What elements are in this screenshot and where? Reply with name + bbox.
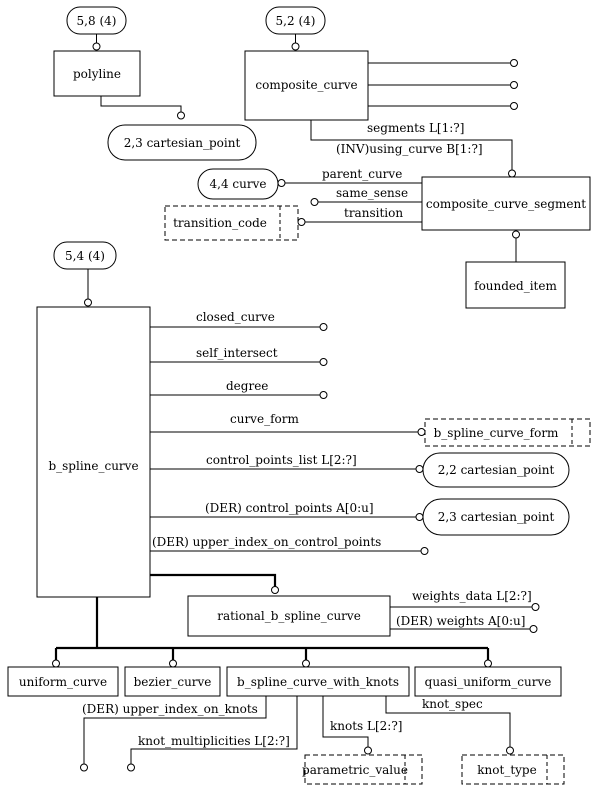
svg-text:b_spline_curve: b_spline_curve bbox=[48, 459, 138, 473]
entity-quasi-uniform-curve[interactable]: quasi_uniform_curve bbox=[414, 666, 562, 697]
connector-circle bbox=[177, 111, 185, 120]
connector-circle bbox=[506, 746, 514, 755]
connector-circle bbox=[92, 42, 101, 51]
svg-text:5,2 (4): 5,2 (4) bbox=[276, 14, 316, 28]
attr-segments: segments L[1:?] bbox=[367, 121, 464, 135]
svg-text:b_spline_curve_with_knots: b_spline_curve_with_knots bbox=[237, 675, 399, 689]
connector-circle bbox=[531, 603, 540, 611]
attr-upper-index-on-control-points: (DER) upper_index_on_control_points bbox=[152, 535, 381, 549]
svg-text:founded_item: founded_item bbox=[474, 279, 557, 293]
entity-b-spline-curve-with-knots[interactable]: b_spline_curve_with_knots bbox=[226, 666, 410, 697]
attr-control-points-list: control_points_list L[2:?] bbox=[206, 453, 357, 467]
connector-circle bbox=[310, 198, 319, 206]
ref-cartesian-point-control[interactable]: 2,3 cartesian_point bbox=[422, 498, 570, 536]
connector-circle bbox=[364, 746, 372, 755]
page-ref-composite-curve: 5,2 (4) bbox=[265, 6, 326, 35]
inherited-attr-circle bbox=[510, 102, 518, 110]
connector-circle bbox=[415, 465, 424, 473]
attr-weights-data: weights_data L[2:?] bbox=[412, 589, 532, 603]
svg-text:knot_type: knot_type bbox=[477, 763, 536, 777]
subtype-circle bbox=[484, 659, 492, 668]
connector-circle bbox=[319, 358, 328, 366]
attr-knots: knots L[2:?] bbox=[330, 719, 402, 733]
connector-circle bbox=[127, 763, 135, 772]
svg-text:5,4 (4): 5,4 (4) bbox=[65, 249, 105, 263]
subtype-circle bbox=[271, 586, 279, 594]
attr-knot-spec: knot_spec bbox=[422, 697, 483, 711]
svg-text:polyline: polyline bbox=[73, 67, 121, 81]
svg-text:rational_b_spline_curve: rational_b_spline_curve bbox=[217, 609, 361, 623]
connector-circle bbox=[420, 547, 429, 555]
attr-knot-multiplicities: knot_multiplicities L[2:?] bbox=[138, 734, 290, 748]
svg-text:transition_code: transition_code bbox=[173, 216, 267, 230]
inherited-attr-circle bbox=[510, 81, 518, 89]
ref-curve[interactable]: 4,4 curve bbox=[197, 168, 279, 200]
entity-bezier-curve[interactable]: bezier_curve bbox=[124, 666, 221, 697]
svg-text:2,2 cartesian_point: 2,2 cartesian_point bbox=[438, 463, 555, 477]
subtype-circle bbox=[169, 659, 177, 668]
subtype-circle bbox=[302, 659, 310, 668]
entity-composite-curve-segment[interactable]: composite_curve_segment bbox=[421, 176, 591, 231]
svg-text:quasi_uniform_curve: quasi_uniform_curve bbox=[425, 675, 552, 689]
connector-circle bbox=[417, 428, 426, 436]
ref-cartesian-point-polyline[interactable]: 2,3 cartesian_point bbox=[107, 124, 257, 161]
connector-circle bbox=[277, 179, 286, 187]
connector-circle bbox=[319, 391, 328, 399]
svg-text:bezier_curve: bezier_curve bbox=[134, 675, 212, 689]
entity-composite-curve[interactable]: composite_curve bbox=[244, 50, 369, 121]
page-ref-polyline: 5,8 (4) bbox=[66, 6, 127, 35]
attr-closed-curve: closed_curve bbox=[196, 310, 275, 324]
svg-text:uniform_curve: uniform_curve bbox=[19, 675, 107, 689]
entity-rational-b-spline-curve[interactable]: rational_b_spline_curve bbox=[187, 595, 391, 637]
type-b-spline-curve-form[interactable]: b_spline_curve_form bbox=[424, 418, 591, 447]
entity-founded-item[interactable]: founded_item bbox=[465, 261, 566, 309]
type-knot-type[interactable]: knot_type bbox=[461, 754, 565, 785]
connector-circle bbox=[84, 298, 92, 307]
page-ref-b-spline-curve: 5,4 (4) bbox=[53, 241, 117, 270]
inherited-attr-circle bbox=[510, 59, 518, 67]
entity-uniform-curve[interactable]: uniform_curve bbox=[7, 666, 119, 697]
entity-polyline[interactable]: polyline bbox=[53, 50, 141, 97]
ref-cartesian-point-control-list[interactable]: 2,2 cartesian_point bbox=[422, 452, 570, 488]
connector-circle bbox=[508, 169, 516, 178]
attr-upper-index-on-knots: (DER) upper_index_on_knots bbox=[82, 702, 258, 716]
connector-circle bbox=[512, 230, 520, 239]
type-parametric-value[interactable]: parametric_value bbox=[302, 754, 423, 785]
svg-text:4,4 curve: 4,4 curve bbox=[210, 177, 267, 191]
attr-self-intersect: self_intersect bbox=[196, 346, 278, 360]
connector-circle bbox=[291, 42, 300, 51]
svg-text:composite_curve: composite_curve bbox=[255, 78, 357, 92]
connector-circle bbox=[415, 513, 424, 521]
connector-circle bbox=[80, 763, 88, 772]
connector-circle bbox=[297, 218, 306, 226]
subtype-circle bbox=[52, 659, 60, 668]
svg-text:5,8 (4): 5,8 (4) bbox=[77, 14, 117, 28]
attr-weights: (DER) weights A[0:u] bbox=[396, 614, 525, 628]
svg-text:2,3 cartesian_point: 2,3 cartesian_point bbox=[124, 136, 241, 150]
attr-transition: transition bbox=[344, 206, 403, 220]
connector-circle bbox=[529, 625, 538, 633]
svg-text:composite_curve_segment: composite_curve_segment bbox=[426, 197, 586, 211]
attr-control-points: (DER) control_points A[0:u] bbox=[205, 501, 374, 515]
type-transition-code[interactable]: transition_code bbox=[164, 205, 299, 241]
entity-b-spline-curve[interactable]: b_spline_curve bbox=[36, 306, 151, 598]
svg-text:parametric_value: parametric_value bbox=[302, 763, 408, 777]
connector-circle bbox=[319, 323, 328, 331]
svg-text:2,3 cartesian_point: 2,3 cartesian_point bbox=[438, 510, 555, 524]
attr-same-sense: same_sense bbox=[336, 186, 408, 200]
attr-parent-curve: parent_curve bbox=[322, 167, 402, 181]
attr-degree: degree bbox=[226, 379, 268, 393]
svg-text:b_spline_curve_form: b_spline_curve_form bbox=[434, 426, 559, 440]
attr-using-curve: (INV)using_curve B[1:?] bbox=[336, 142, 483, 156]
attr-curve-form: curve_form bbox=[230, 412, 299, 426]
